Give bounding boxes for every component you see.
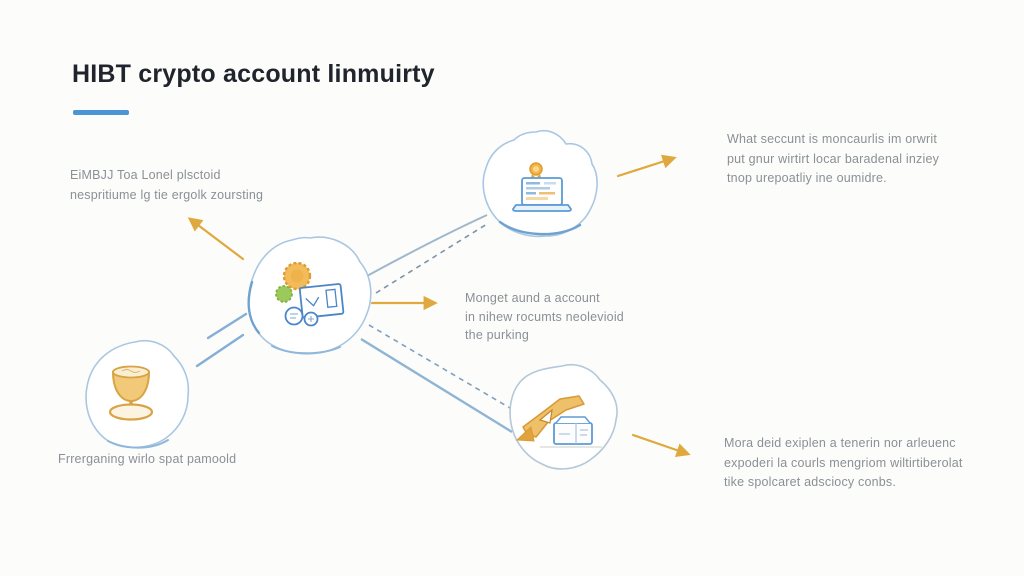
note-line: expoderi la courls mengriom wiltirtibero… xyxy=(724,455,963,470)
node-laptop xyxy=(482,129,598,238)
title-underline xyxy=(73,110,129,115)
note-line: tnop urepoatliy ine oumidre. xyxy=(727,171,887,185)
documents-cluster-icon xyxy=(275,261,345,327)
arrow-to-top-right-note xyxy=(616,154,677,178)
note-line: tike spolcaret adsciocy conbs. xyxy=(724,475,897,489)
trophy-goblet-icon xyxy=(108,365,154,421)
note-bottom-right: Mora deid exiplen a tenerin nor arleuenc… xyxy=(724,434,963,493)
note-top-left: EiMBJJ Toa Lonel plsctoid nespritiume lg… xyxy=(70,166,263,205)
note-line: the purking xyxy=(465,328,530,342)
node-trophy xyxy=(85,340,190,449)
excavator-box-icon xyxy=(515,395,602,448)
arrow-to-top-left-note xyxy=(187,217,245,261)
connector-trophy-hub xyxy=(195,312,248,368)
note-line: put gnur wirtirt locar baradenal inziey xyxy=(727,151,940,166)
page-title: HIBT crypto account linmuirty xyxy=(72,60,435,88)
node-delivery xyxy=(509,364,618,470)
note-line: EiMBJJ Toa Lonel plsctoid xyxy=(70,168,221,182)
annotation-arrows xyxy=(187,154,691,458)
note-line: Mora deid exiplen a tenerin nor arleuenc xyxy=(724,436,956,450)
arrow-to-bottom-right-note xyxy=(631,433,691,458)
note-line: in nihew rocumts neolevioid xyxy=(465,309,624,324)
connector-hub-delivery xyxy=(360,324,513,434)
connector-hub-laptop xyxy=(366,214,488,294)
note-top-right: What seccunt is moncaurlis im orwrit put… xyxy=(727,130,939,189)
node-hub xyxy=(247,236,372,355)
note-line: nespritiume lg tie ergolk zoursting xyxy=(70,187,264,202)
note-line: What seccunt is moncaurlis im orwrit xyxy=(727,132,938,146)
laptop-badge-icon xyxy=(512,162,572,212)
note-center: Monget aund a account in nihew rocumts n… xyxy=(465,289,624,345)
note-line: Monget aund a account xyxy=(465,291,600,305)
note-bottom-left: Frrerganing wirlo spat pamoold xyxy=(58,450,236,470)
note-line: Frrerganing wirlo spat pamoold xyxy=(58,452,237,466)
